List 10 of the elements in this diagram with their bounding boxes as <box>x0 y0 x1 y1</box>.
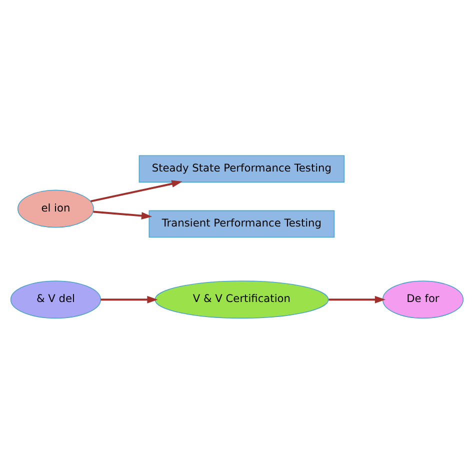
node-box: Transient Performance Testing <box>148 210 335 238</box>
arrow <box>100 296 158 304</box>
node-ellipse: De for <box>382 280 464 319</box>
arrow <box>90 180 182 202</box>
arrow <box>328 296 386 304</box>
node-box: Steady State Performance Testing <box>138 155 345 183</box>
node-ellipse: & V del <box>10 280 102 319</box>
node-ellipse: V & V Certification <box>154 280 329 319</box>
arrow <box>93 210 152 220</box>
node-ellipse: el ion <box>17 190 94 228</box>
